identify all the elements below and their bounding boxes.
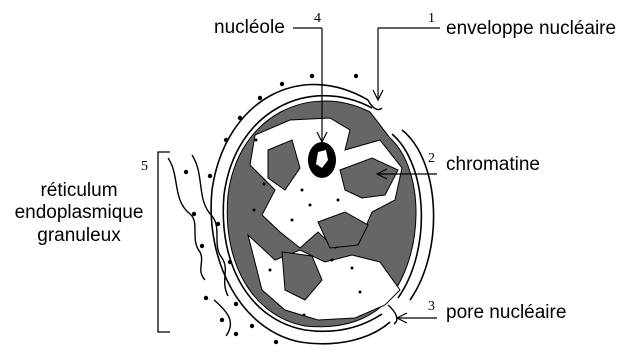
label-reticulum-line1: réticulum	[4, 180, 154, 202]
number-5: 5	[141, 160, 148, 174]
label-chromatine: chromatine	[446, 155, 540, 174]
nuclear-pore-bottom	[388, 305, 397, 324]
label-pore: pore nucléaire	[446, 303, 566, 322]
number-3: 3	[428, 300, 435, 314]
reticulum-bracket	[158, 152, 170, 332]
nuclear-pore-top	[368, 100, 382, 110]
number-1: 1	[428, 12, 435, 26]
number-2: 2	[428, 152, 435, 166]
label-reticulum: réticulum endoplasmique granuleux	[4, 180, 154, 247]
label-nucleole: nucléole	[214, 18, 285, 37]
number-4: 4	[314, 12, 321, 26]
label-reticulum-line3: granuleux	[4, 225, 154, 247]
label-enveloppe: enveloppe nucléaire	[446, 19, 616, 38]
label-reticulum-line2: endoplasmique	[4, 202, 154, 224]
